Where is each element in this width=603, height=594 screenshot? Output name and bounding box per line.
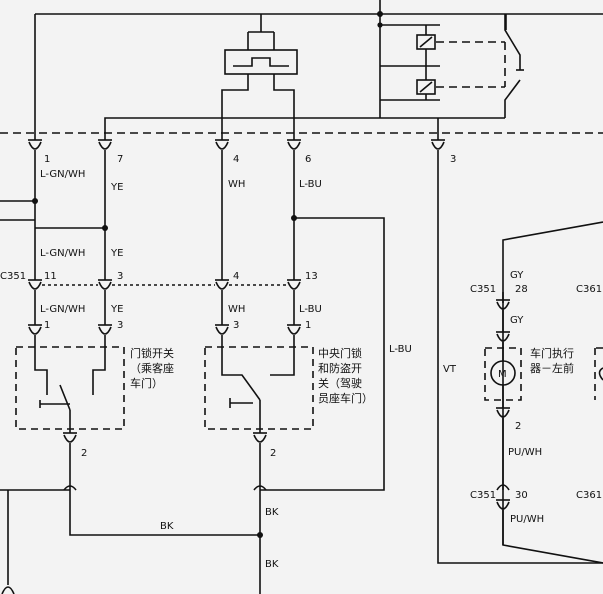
wire-label: GY (510, 270, 524, 281)
wire-label: L-BU (389, 344, 412, 355)
top-module (34, 0, 603, 140)
wire-label: L-BU (299, 304, 322, 315)
wire-label: PU/WH (510, 514, 544, 525)
connector-label: C351 (470, 284, 496, 295)
wire-label: VT (443, 364, 457, 375)
pin-label: 2 (270, 448, 276, 459)
wire-label: BK (265, 559, 279, 570)
switch-label: 员座车门） (318, 391, 373, 405)
main-wires (0, 150, 603, 564)
pin-label: 3 (117, 271, 123, 282)
wire-label: BK (160, 521, 174, 532)
wire-label: YE (110, 304, 123, 315)
pin-label: 3 (233, 320, 239, 331)
wire-label: WH (228, 304, 245, 315)
switch-label: 中央门锁 (318, 346, 362, 360)
wire-label: PU/WH (508, 447, 542, 458)
connector-label: C361 (576, 490, 602, 501)
pin-label: 30 (515, 490, 528, 501)
connector-label: C361 (576, 284, 602, 295)
top-pins: 1 7 4 6 3 (28, 139, 456, 165)
wire-label: L-GN/WH (40, 304, 85, 315)
actuator-label: 器－左前 (530, 361, 574, 375)
door-lock-switch-passenger: 门锁开关 （乘客座 车门） 2 (15, 335, 260, 536)
switch-block-top (224, 49, 298, 75)
switch-pins-row: 1 3 3 1 (28, 320, 311, 335)
switch-label: 车门） (130, 376, 163, 390)
connector-c351-row: C351 11 3 4 13 (0, 271, 318, 325)
door-actuator-panel: C351 C361 GY 28 GY M 车门执行 器－左前 2 PU/WH C… (470, 221, 603, 564)
pin-label: 4 (233, 154, 239, 165)
central-lock-switch-driver: 中央门锁 和防盗开 关（驾驶 员座车门） 2 (204, 335, 373, 594)
pin-label: 4 (233, 271, 239, 282)
pin-label: 13 (305, 271, 318, 282)
switch-label: 关（驾驶 (318, 376, 362, 390)
wire-label: L-BU (299, 179, 322, 190)
pin-label: 2 (81, 448, 87, 459)
pin-label: 11 (44, 271, 57, 282)
pin-label: 1 (44, 154, 50, 165)
wire-label: WH (228, 179, 245, 190)
pin-label: 7 (117, 154, 123, 165)
pin-label: 28 (515, 284, 528, 295)
wire-label: BK (265, 507, 279, 518)
pin-label: 3 (450, 154, 456, 165)
pin-label: 3 (117, 320, 123, 331)
motor-label: M (498, 369, 507, 380)
wire-label: YE (110, 248, 123, 259)
pin-label: 1 (44, 320, 50, 331)
connector-label: C351 (470, 490, 496, 501)
wire-label: L-GN/WH (40, 169, 85, 180)
wire-label: YE (110, 182, 123, 193)
wire-label: GY (510, 315, 524, 326)
pin-label: 2 (515, 421, 521, 432)
pin-label: 1 (305, 320, 311, 331)
switch-label: （乘客座 (130, 361, 174, 375)
actuator-label: 车门执行 (530, 346, 574, 360)
wire-label: L-GN/WH (40, 248, 85, 259)
switch-label: 和防盗开 (318, 361, 362, 375)
connector-label: C351 (0, 271, 26, 282)
ground-section: BK BK BK (0, 485, 279, 594)
pin-label: 6 (305, 154, 311, 165)
switch-label: 门锁开关 (130, 346, 174, 360)
